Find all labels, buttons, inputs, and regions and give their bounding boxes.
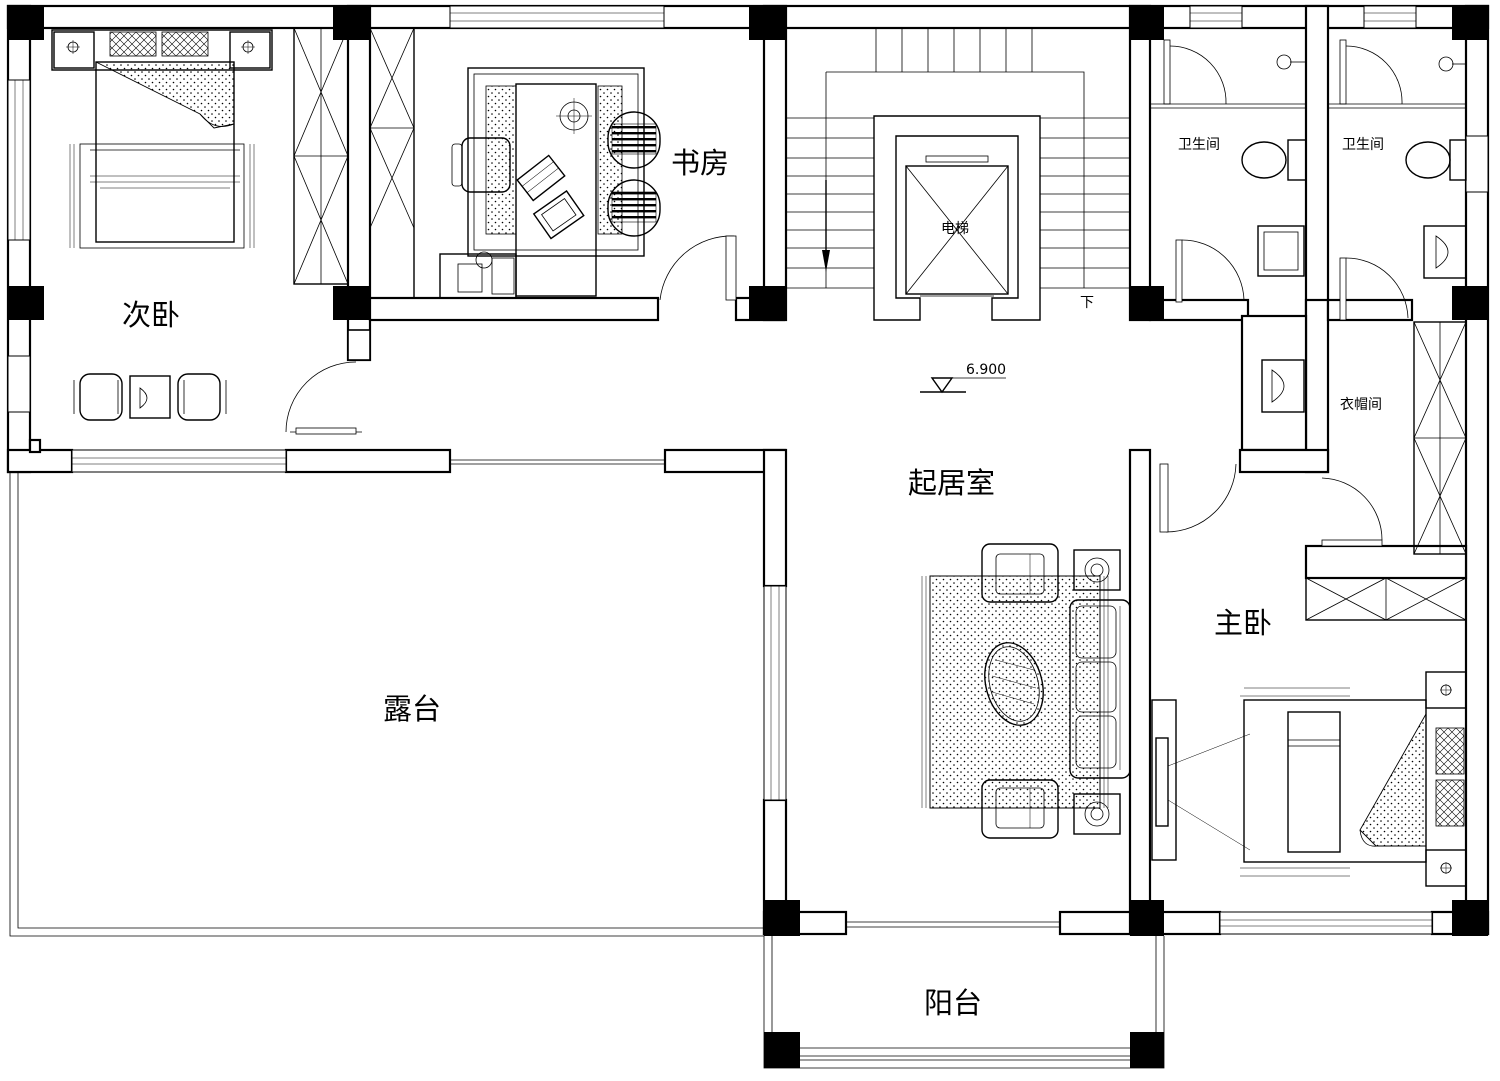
- label-terrace: 露台: [383, 692, 442, 726]
- living-side-tables: [1073, 549, 1121, 835]
- label-elevation: 6.900: [966, 362, 1007, 378]
- terrace-outline: [9, 472, 764, 937]
- master-tv-cabinet: [1151, 699, 1251, 861]
- label-cloakroom: 衣帽间: [1340, 397, 1382, 413]
- master-bed: [1240, 671, 1467, 887]
- label-master-bedroom: 主卧: [1214, 606, 1273, 640]
- second-bedroom-bed: [51, 29, 273, 249]
- label-balcony: 阳台: [924, 986, 983, 1020]
- living-sofa: [1069, 599, 1131, 779]
- sink-alcove: [1261, 359, 1305, 413]
- second-bedroom-wardrobe: [293, 27, 349, 285]
- interior-walls: [28, 4, 1468, 580]
- study-wardrobe: [369, 27, 415, 299]
- living-armchairs: [981, 543, 1059, 839]
- study-chairs: [607, 111, 661, 237]
- label-study: 书房: [671, 146, 730, 180]
- bathroom-2-fixtures: [1328, 39, 1467, 321]
- label-bathroom-1: 卫生间: [1178, 137, 1220, 153]
- study-desk: [439, 67, 645, 299]
- label-elevator: 电梯: [941, 221, 969, 237]
- second-bedroom-chairs: [73, 373, 227, 421]
- elevator: [873, 115, 1041, 321]
- label-living-room: 起居室: [908, 466, 996, 500]
- stairs: [786, 28, 1130, 289]
- living-coffee-table: [984, 642, 1044, 726]
- second-bedroom-door: [285, 329, 371, 435]
- balcony-outline: [763, 936, 1165, 1069]
- master-bedroom-door: [1159, 463, 1237, 533]
- study-door: [659, 235, 737, 301]
- columns: [8, 6, 1488, 1068]
- elevation-marker: [920, 377, 1006, 394]
- label-second-bedroom: 次卧: [122, 298, 181, 332]
- bathroom-1-fixtures: [1150, 39, 1307, 303]
- windows: [7, 5, 1489, 935]
- label-bathroom-2: 卫生间: [1342, 137, 1384, 153]
- label-stair-down: 下: [1080, 295, 1094, 311]
- living-rug: [921, 575, 1109, 809]
- cloakroom-fixtures: [1305, 321, 1467, 621]
